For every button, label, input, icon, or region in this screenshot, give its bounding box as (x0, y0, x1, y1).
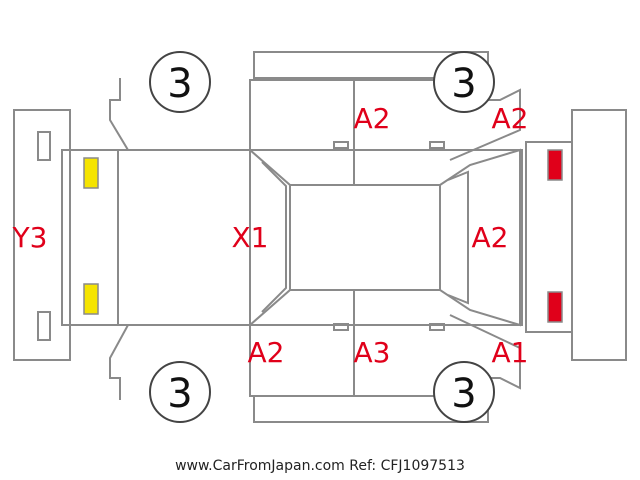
code-top-right-fender: A2 (492, 102, 529, 135)
code-hood: X1 (232, 221, 269, 254)
footer-caption: www.CarFromJapan.com Ref: CFJ1097513 (175, 458, 465, 474)
wheel-front-top-number: 3 (167, 61, 192, 107)
rear-light-top (547, 149, 563, 181)
code-bottom-center-door: A3 (354, 336, 391, 369)
wheel-rear-bottom: 3 (433, 361, 495, 423)
code-roof-front: A2 (354, 102, 391, 135)
wheel-rear-top: 3 (433, 51, 495, 113)
code-left-front-fender: A2 (248, 336, 285, 369)
bottom-side-body (109, 290, 521, 400)
rear-bumper (571, 109, 627, 361)
top-view-body (61, 141, 573, 333)
wheel-rear-top-number: 3 (451, 61, 476, 107)
code-roof-rear: A2 (472, 221, 509, 254)
top-side-body (109, 78, 521, 185)
wheel-rear-bottom-number: 3 (451, 371, 476, 417)
front-light-top (83, 157, 99, 189)
code-bottom-right-fender: A1 (492, 336, 529, 369)
rear-light-bottom (547, 291, 563, 323)
front-light-bottom (83, 283, 99, 315)
front-bumper (13, 109, 71, 361)
wheel-front-bottom: 3 (149, 361, 211, 423)
wheel-front-top: 3 (149, 51, 211, 113)
code-left-bumper: Y3 (12, 221, 48, 254)
wheel-front-bottom-number: 3 (167, 371, 192, 417)
